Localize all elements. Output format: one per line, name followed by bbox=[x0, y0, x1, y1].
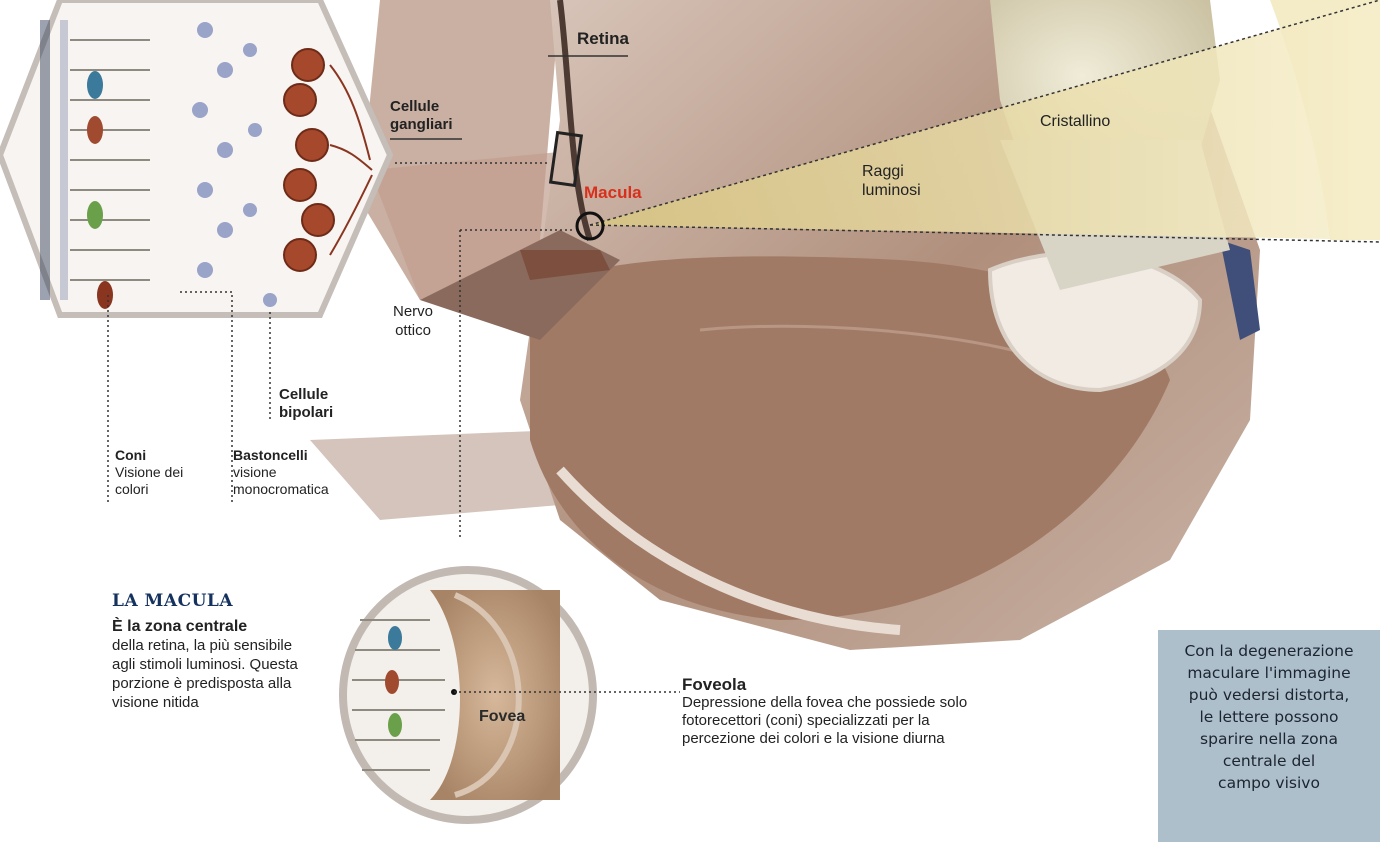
optic-nerve-label: Nervo ottico bbox=[378, 302, 448, 340]
cones-label: Coni Visione dei colori bbox=[115, 447, 215, 498]
rods-description: visione monocromatica bbox=[233, 464, 373, 498]
macula-lead: È la zona centrale bbox=[112, 617, 312, 636]
ganglion-cells-label: Cellule gangliari bbox=[390, 98, 480, 134]
foveola-text: Depressione della fovea che possiede sol… bbox=[682, 694, 967, 747]
cones-title: Coni bbox=[115, 447, 215, 464]
lens-label: Cristallino bbox=[1040, 113, 1110, 131]
callout-line: maculare l'immagine bbox=[1158, 662, 1380, 684]
foveola-title: Foveola bbox=[682, 676, 982, 694]
cones-description: Visione dei colori bbox=[115, 464, 215, 498]
fovea-label: Fovea bbox=[479, 708, 525, 726]
light-rays-label: Raggi luminosi bbox=[862, 162, 952, 200]
callout-line: le lettere possono bbox=[1158, 706, 1380, 728]
fovea-inset bbox=[343, 570, 593, 820]
retina-cells-inset bbox=[0, 0, 390, 315]
callout-line: campo visivo bbox=[1158, 772, 1380, 794]
callout-line: sparire nella zona bbox=[1158, 728, 1380, 750]
degeneration-callout: Con la degenerazione maculare l'immagine… bbox=[1158, 630, 1380, 842]
callout-line: Con la degenerazione bbox=[1158, 640, 1380, 662]
bipolar-cells-label: Cellule bipolari bbox=[279, 386, 359, 422]
retina-label: Retina bbox=[577, 30, 629, 48]
rods-label: Bastoncelli visione monocromatica bbox=[233, 447, 373, 498]
macula-label: Macula bbox=[584, 184, 642, 202]
callout-line: centrale del bbox=[1158, 750, 1380, 772]
macula-text: della retina, la più sensibile agli stim… bbox=[112, 637, 298, 711]
callout-line: può vedersi distorta, bbox=[1158, 684, 1380, 706]
foveola-description: Foveola Depressione della fovea che poss… bbox=[682, 676, 982, 748]
macula-heading: LA MACULA bbox=[112, 592, 312, 611]
macula-info-box: LA MACULA È la zona centrale della retin… bbox=[112, 592, 312, 712]
rods-title: Bastoncelli bbox=[233, 447, 373, 464]
